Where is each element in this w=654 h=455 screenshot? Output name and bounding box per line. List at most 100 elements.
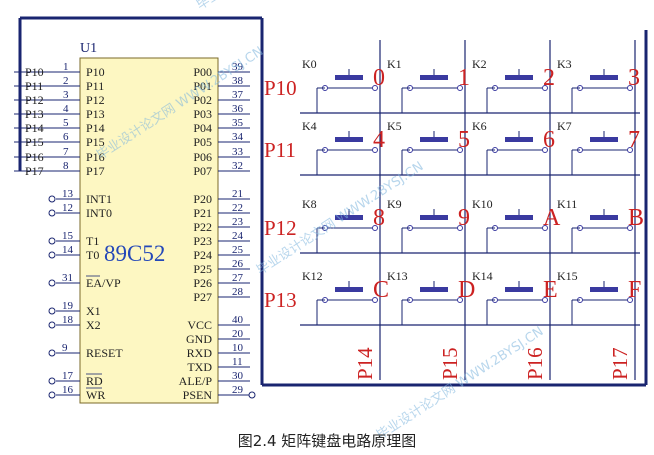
pin-name: X2: [86, 318, 101, 332]
pin-number: 6: [63, 131, 69, 143]
col-label: P16: [523, 347, 547, 380]
pin-number: 32: [232, 160, 243, 172]
switch-actuator: [335, 215, 363, 220]
pin-name: INT0: [86, 206, 112, 220]
pin-number: 20: [232, 328, 244, 340]
pin-name: P03: [193, 107, 212, 121]
switch-actuator: [335, 75, 363, 80]
pin-number: 5: [63, 117, 69, 129]
key-id: K12: [302, 269, 323, 283]
pin-name: GND: [186, 332, 212, 346]
switch-actuator: [590, 287, 618, 292]
pin-number: 24: [232, 230, 244, 242]
key-id: K2: [472, 57, 487, 71]
pin-number: 16: [62, 384, 74, 396]
switch-contact: [542, 147, 548, 153]
bus-label: P11: [25, 79, 43, 93]
switch-contact: [627, 297, 633, 303]
pin-number: 31: [62, 272, 73, 284]
key-id: K13: [387, 269, 408, 283]
col-label: P17: [608, 347, 632, 380]
key-char: F: [628, 277, 641, 303]
pin-number: 40: [232, 314, 244, 326]
pin-name: RESET: [86, 346, 123, 360]
pin-number: 12: [62, 202, 73, 214]
pin-stub: [48, 377, 56, 385]
switch-contact: [372, 85, 378, 91]
key-char: 2: [543, 65, 555, 91]
key-char: 9: [458, 205, 470, 231]
pin-number: 21: [232, 188, 243, 200]
pin-number: 35: [232, 117, 244, 129]
key-id: K14: [472, 269, 493, 283]
pin-number: 37: [232, 89, 244, 101]
bus-label: P17: [25, 164, 44, 178]
bus-label: P12: [25, 93, 44, 107]
pin-name: X1: [86, 304, 101, 318]
wiring: [14, 16, 648, 387]
pin-number: 13: [62, 188, 74, 200]
switch-actuator: [420, 215, 448, 220]
figure-caption: 图2.4 矩阵键盘电路原理图: [237, 432, 417, 450]
pin-name: P14: [86, 121, 105, 135]
col-label: P15: [438, 347, 462, 380]
key-id: K8: [302, 197, 317, 211]
key-id: K15: [557, 269, 578, 283]
key-id: K3: [557, 57, 572, 71]
pin-number: 2: [63, 75, 69, 87]
key-id: K10: [472, 197, 493, 211]
chip-ref: U1: [80, 41, 97, 56]
switch-actuator: [505, 287, 533, 292]
pin-name: T1: [86, 234, 99, 248]
chip-part: 89C52: [104, 241, 165, 266]
pin-number: 9: [62, 342, 68, 354]
pin-name: RD: [86, 374, 103, 388]
key-id: K6: [472, 119, 487, 133]
key-char: A: [543, 205, 561, 231]
switch-contact: [542, 297, 548, 303]
pin-number: 28: [232, 286, 244, 298]
pin-name: P00: [193, 65, 212, 79]
pin-number: 8: [63, 160, 69, 172]
bus-label: P14: [25, 121, 44, 135]
pin-name: RXD: [187, 346, 213, 360]
key-id: K0: [302, 57, 317, 71]
pin-name: P16: [86, 150, 105, 164]
pin-name: TXD: [187, 360, 212, 374]
pin-name: P17: [86, 164, 105, 178]
key-char: 5: [458, 127, 470, 153]
pin-name: P24: [193, 248, 212, 262]
pin-name: P21: [193, 206, 212, 220]
pin-stub: [48, 279, 56, 287]
pin-name: P22: [193, 220, 212, 234]
pin-number: 1: [63, 61, 69, 73]
pin-name: P15: [86, 135, 105, 149]
switch-actuator: [505, 215, 533, 220]
switch-contact: [457, 85, 463, 91]
switch-contact: [627, 147, 633, 153]
bus-label: P10: [25, 65, 44, 79]
switch-contact: [372, 147, 378, 153]
switch-contact: [372, 297, 378, 303]
pin-name: P26: [193, 276, 212, 290]
row-label: P11: [264, 138, 296, 162]
pin-number: 10: [232, 342, 244, 354]
pin-number: 22: [232, 202, 243, 214]
pin-number: 33: [232, 146, 244, 158]
pin-stub: [48, 349, 56, 357]
pin-name: P06: [193, 150, 212, 164]
pin-number: 14: [62, 244, 74, 256]
pin-number: 19: [62, 300, 74, 312]
pin-stub: [48, 195, 56, 203]
switch-contact: [457, 225, 463, 231]
switch-actuator: [505, 75, 533, 80]
pin-number: 38: [232, 75, 244, 87]
pin-stub: [48, 251, 56, 259]
pin-name: P13: [86, 107, 105, 121]
switch-actuator: [335, 287, 363, 292]
switch-actuator: [590, 137, 618, 142]
key-char: 1: [458, 65, 470, 91]
pin-name: INT1: [86, 192, 112, 206]
key-char: 0: [373, 65, 385, 91]
